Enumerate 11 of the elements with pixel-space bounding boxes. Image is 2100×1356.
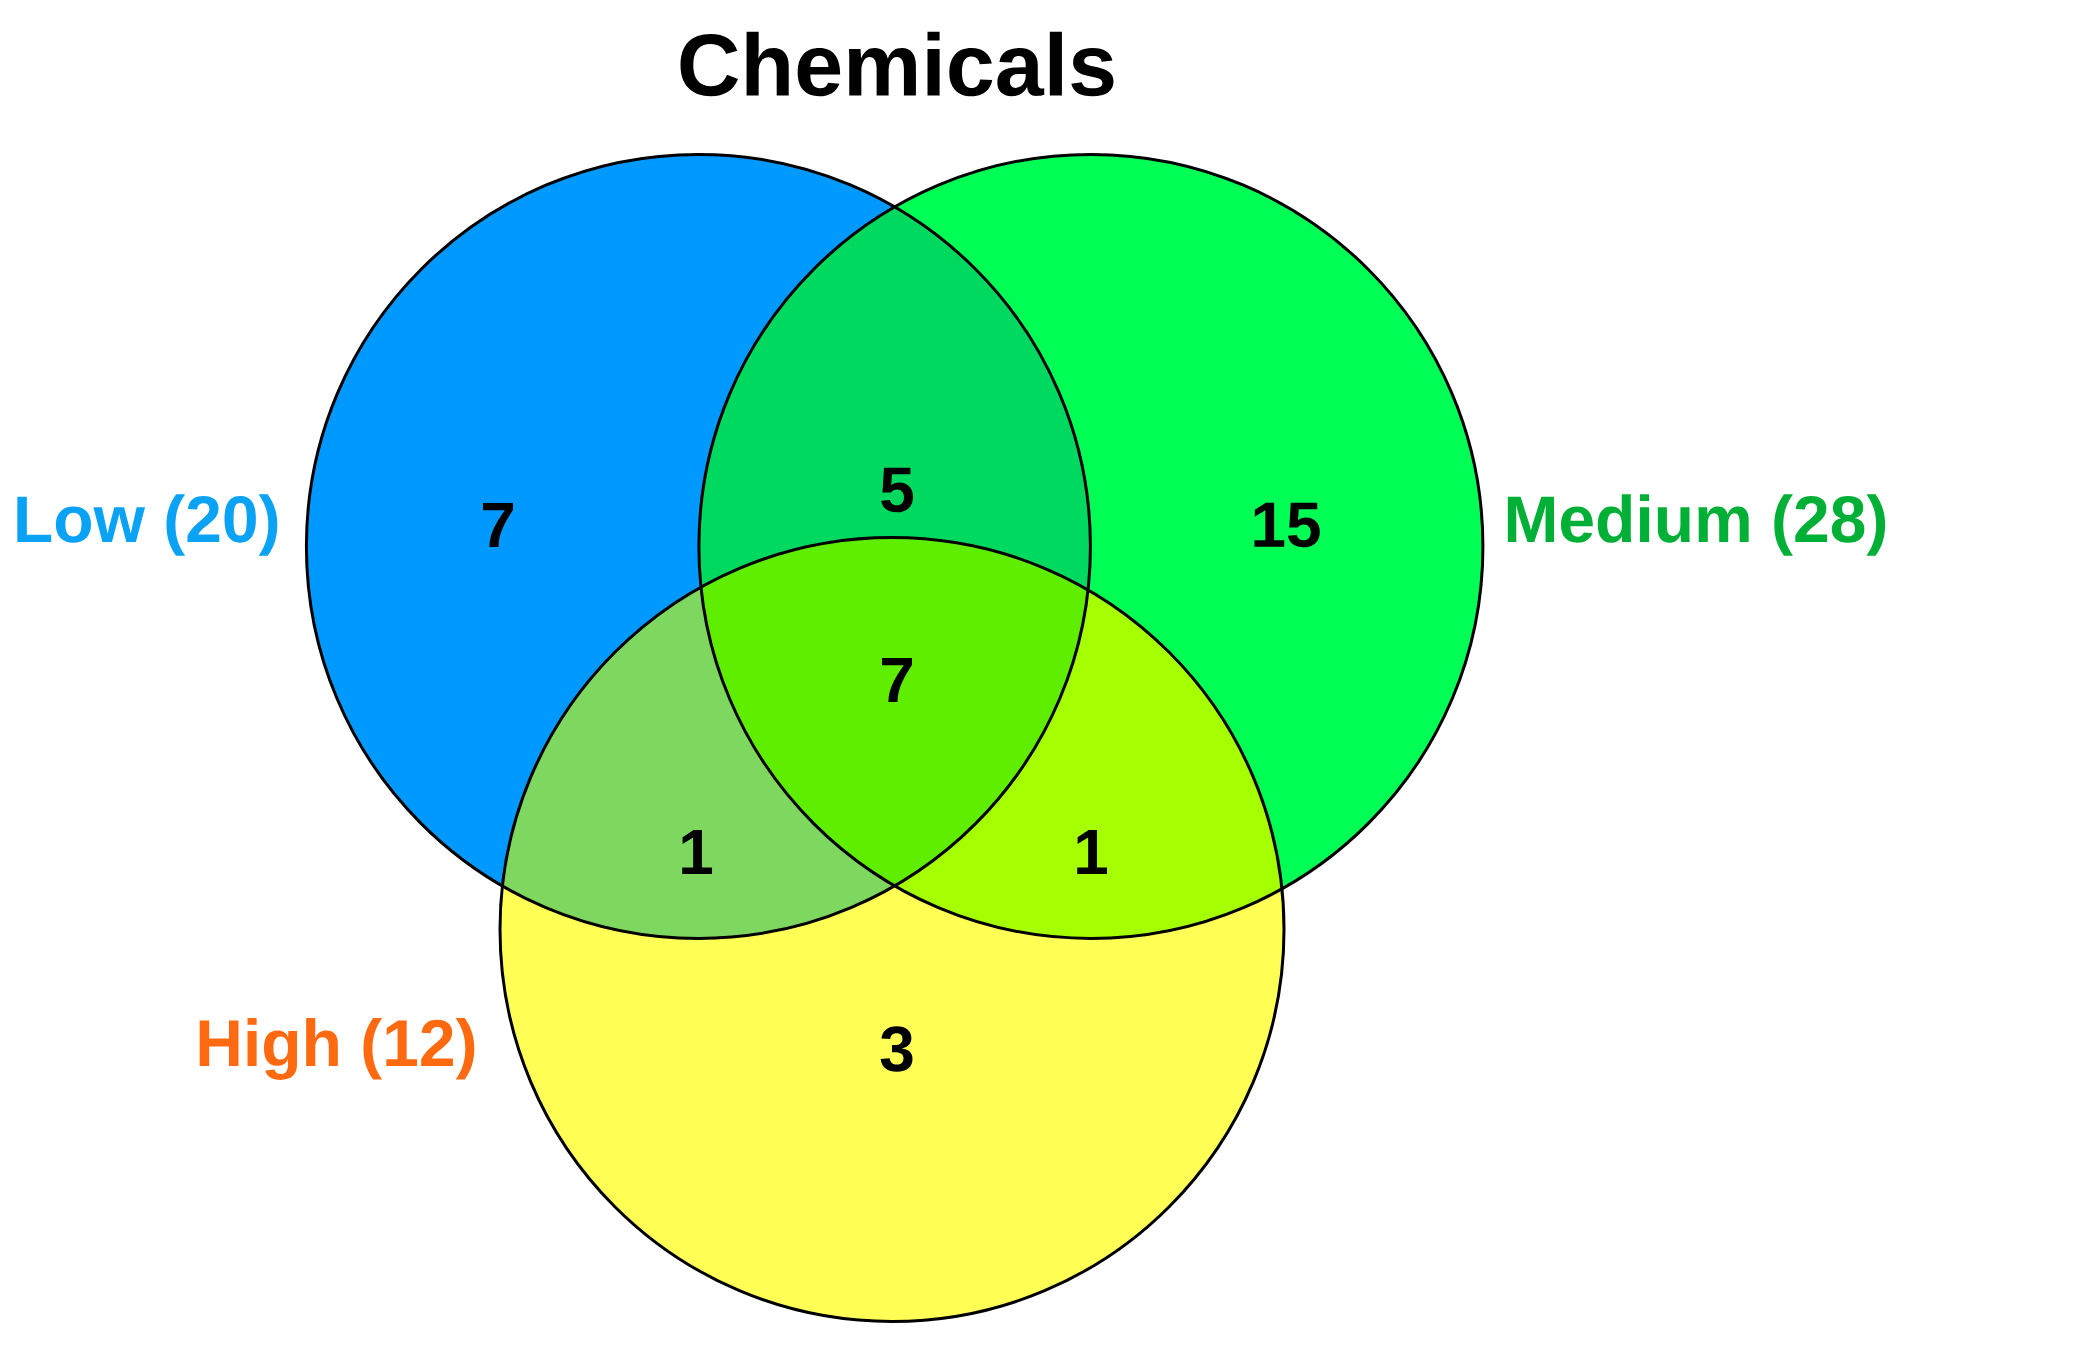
region-count: 3 xyxy=(880,1026,913,1072)
region-count: 1 xyxy=(1077,830,1108,874)
region-count: 7 xyxy=(482,503,513,547)
region-count: 5 xyxy=(881,467,914,513)
set-label: High (12) xyxy=(199,1018,475,1080)
title: Chemicals xyxy=(680,31,1114,97)
region-count: 15 xyxy=(1254,502,1320,548)
set-label: Low (20) xyxy=(17,494,278,556)
region-count: 7 xyxy=(881,658,912,702)
region-count: 1 xyxy=(682,830,712,874)
set-label: Medium (28) xyxy=(1507,494,1886,556)
